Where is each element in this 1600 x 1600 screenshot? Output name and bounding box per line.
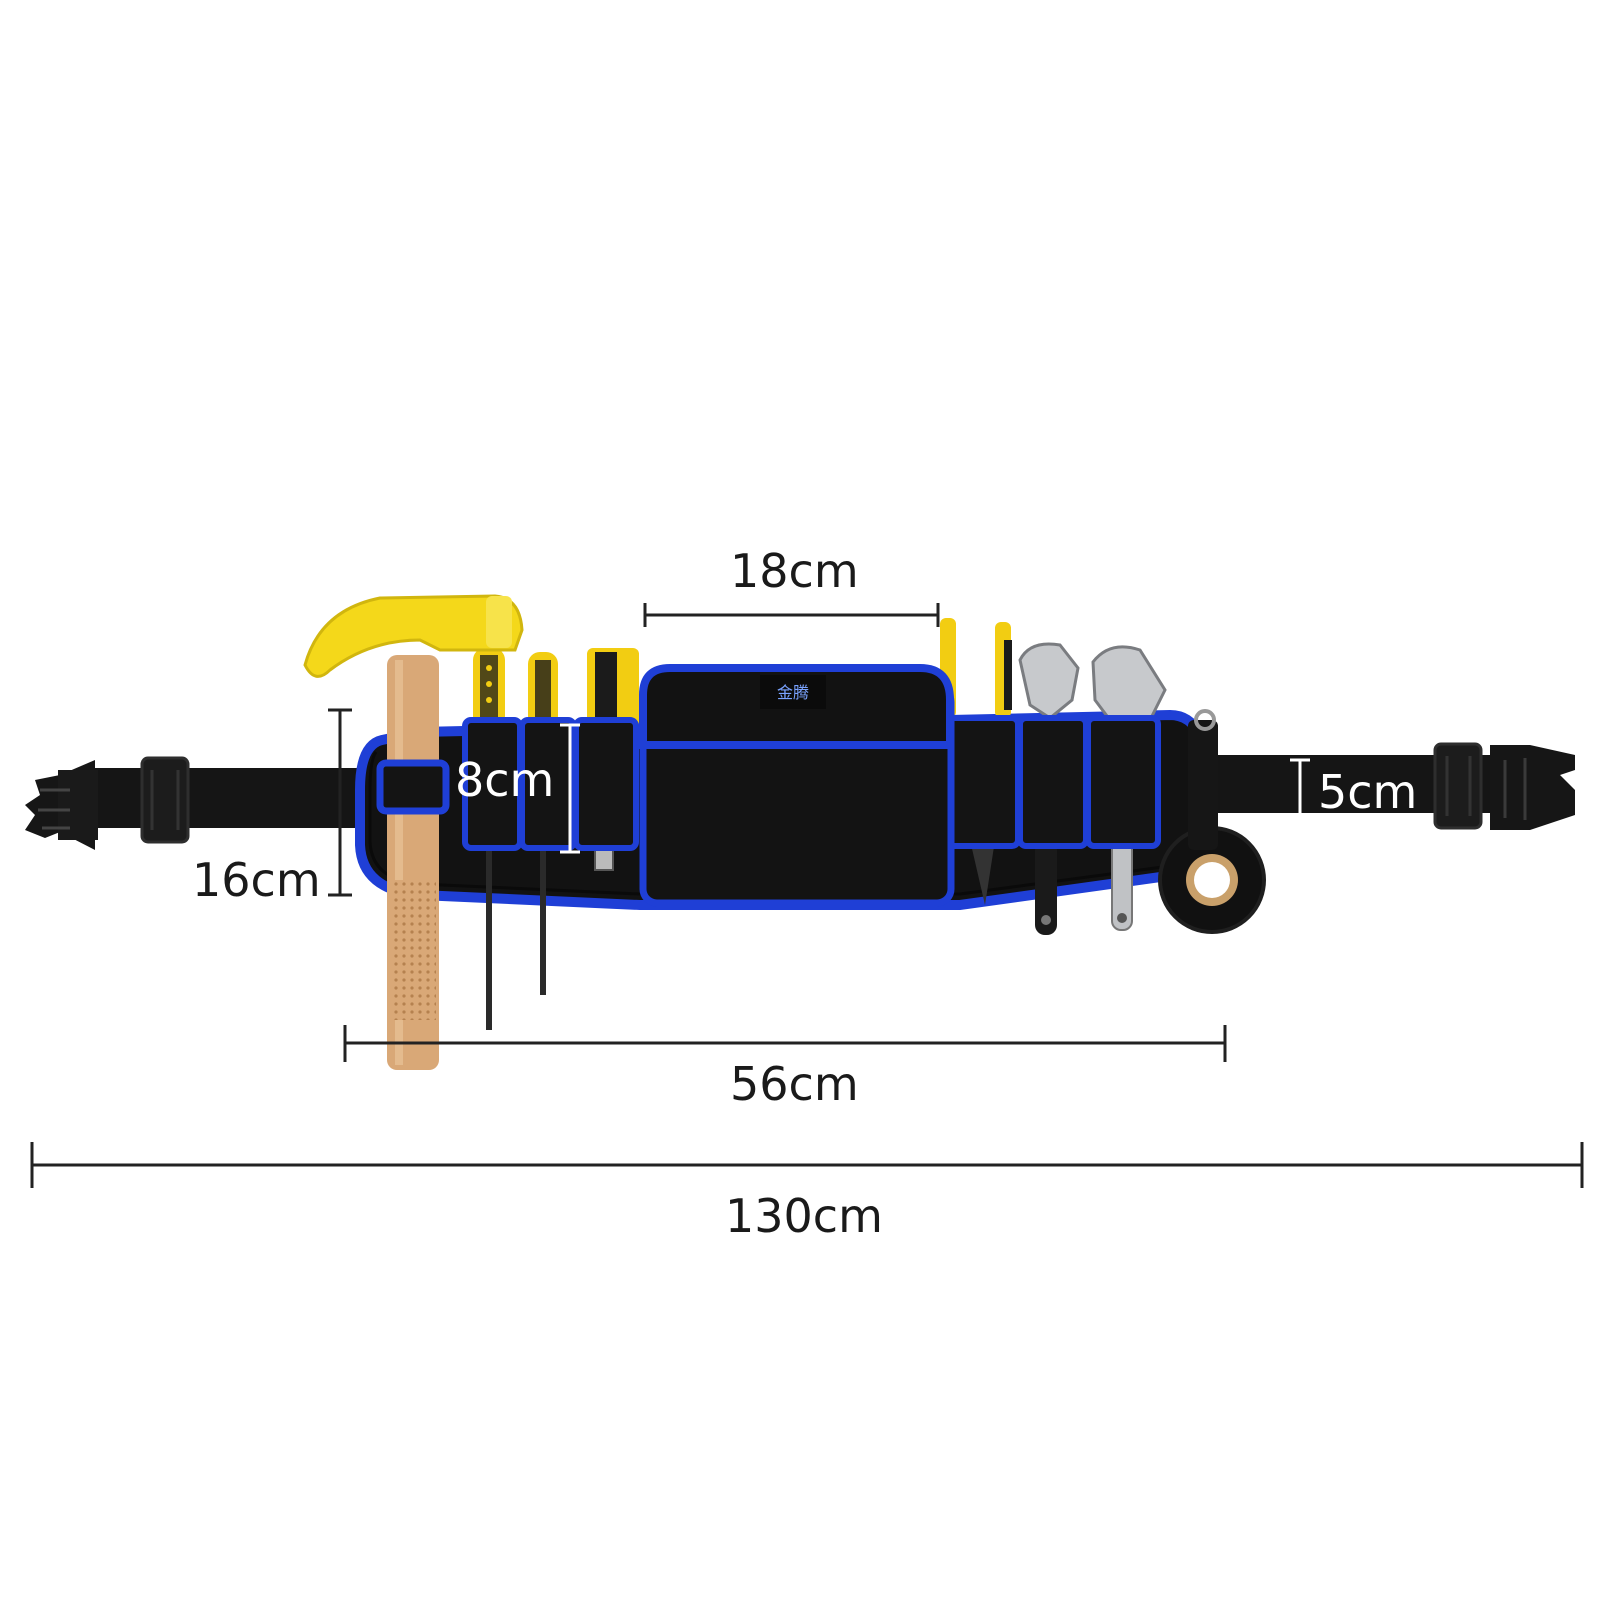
screwdriver-shafts [486, 840, 546, 1030]
dim-18cm-line [643, 603, 940, 627]
main-pouch: 金腾 [639, 664, 955, 907]
wrench-1 [1018, 642, 1080, 935]
tape-roll [1158, 709, 1266, 934]
dim-56cm-line [343, 1025, 1227, 1062]
total-length-label: 130cm [725, 1189, 883, 1243]
pad-length-label: 56cm [730, 1057, 859, 1111]
belt-pad-height-label: 16cm [192, 853, 321, 907]
tool-pockets [462, 715, 1161, 851]
strap-width-label: 5cm [1318, 765, 1418, 819]
hammer [303, 594, 524, 1070]
left-strap [80, 756, 380, 844]
left-buckle [25, 760, 98, 850]
brand-logo: 金腾 [777, 683, 809, 702]
dim-16cm-line [328, 708, 352, 897]
dim-8cm-line [560, 723, 580, 854]
pouch-width-label: 18cm [730, 544, 859, 598]
screwdriver-2 [528, 652, 558, 728]
screwdriver-1 [473, 648, 505, 728]
dim-130cm-line [30, 1142, 1584, 1188]
dim-5cm-line [1290, 758, 1310, 824]
right-buckle [1490, 745, 1575, 830]
wrench-2 [1091, 645, 1167, 931]
pocket-height-label: 8cm [455, 753, 555, 807]
